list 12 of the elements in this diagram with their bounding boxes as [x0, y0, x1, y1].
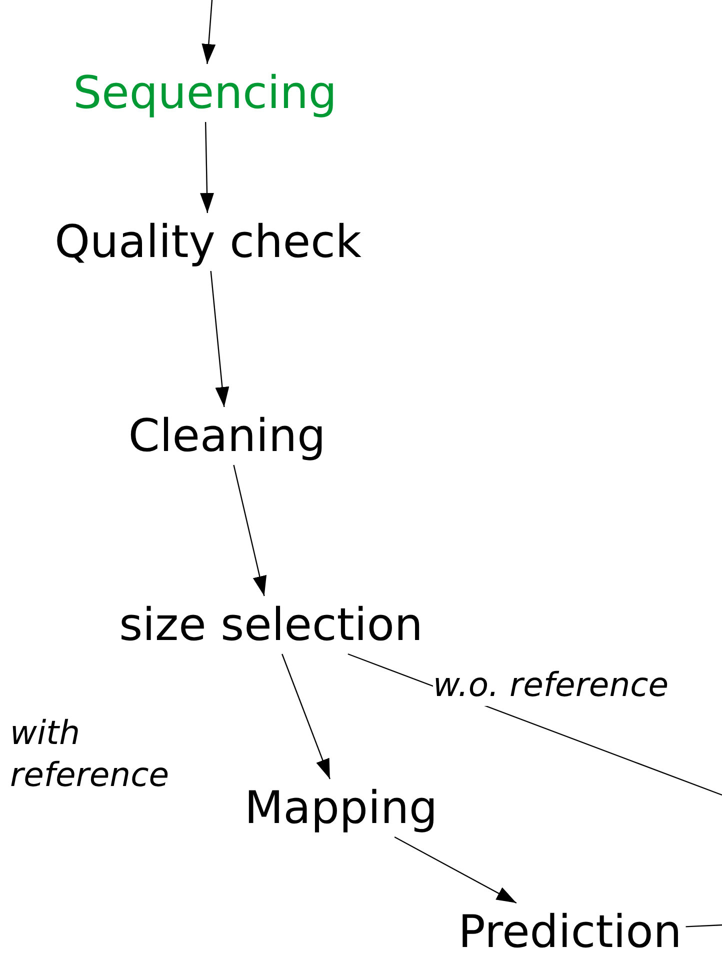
step-label: Mapping [240, 779, 442, 837]
arrow [233, 464, 267, 596]
arrow [394, 836, 517, 904]
arrow [200, 122, 214, 214]
arrow [282, 654, 330, 780]
arrow [210, 270, 230, 408]
step-label: size selection [115, 596, 427, 654]
arrow [202, 0, 216, 64]
step-label: Prediction [454, 903, 686, 958]
step-label: Cleaning [124, 407, 330, 465]
step-label: Sequencing [69, 64, 341, 122]
step-label: Quality check [50, 213, 366, 271]
